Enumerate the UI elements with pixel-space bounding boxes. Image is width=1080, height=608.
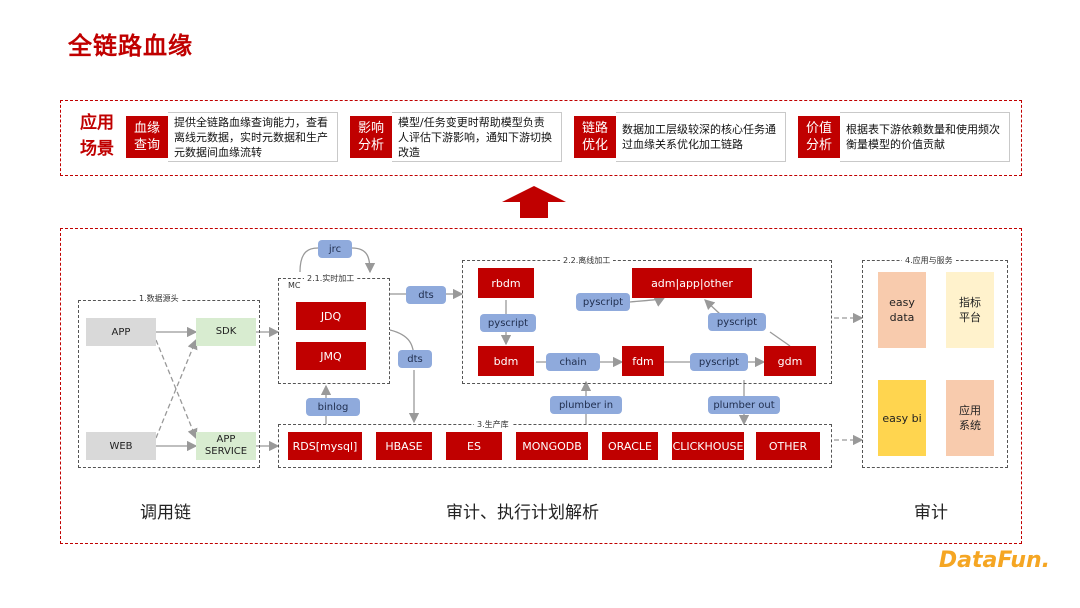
source-group-label: 1.数据源头 [136, 293, 182, 304]
prod-other: OTHER [756, 432, 820, 460]
prod-group [278, 424, 832, 468]
scene-tag-lineage-query: 血缘查询 [126, 116, 168, 158]
scene-tag-impact-analysis: 影响分析 [350, 116, 392, 158]
connector-pyscript-rbdm: pyscript [480, 314, 536, 332]
scene-label: 应用场景 [80, 113, 114, 159]
offline-rbdm: rbdm [478, 268, 534, 298]
connector-dts-mid: dts [398, 350, 432, 368]
connector-pyscript-gdm: pyscript [708, 313, 766, 331]
connector-plumber-in: plumber in [550, 396, 622, 414]
datafun-logo: DataFun. [938, 548, 1050, 573]
realtime-mc-label: MC [288, 281, 301, 290]
connector-chain: chain [546, 353, 600, 371]
connector-plumber-out: plumber out [708, 396, 780, 414]
offline-gdm: gdm [764, 346, 816, 376]
scene-desc-link-optimize: 数据加工层级较深的核心任务通过血缘关系优化加工链路 [616, 112, 786, 162]
source-web: WEB [86, 432, 156, 460]
prod-hbase: HBASE [376, 432, 432, 460]
connector-jrc: jrc [318, 240, 352, 258]
offline-fdm: fdm [622, 346, 664, 376]
source-sdk: SDK [196, 318, 256, 346]
service-easy-data: easy data [878, 272, 926, 348]
offline-group [462, 260, 832, 384]
service-metrics-platform: 指标平台 [946, 272, 994, 348]
scene-desc-impact-analysis: 模型/任务变更时帮助模型负责人评估下游影响，通知下游切换改造 [392, 112, 562, 162]
offline-adm: adm|app|other [632, 268, 752, 298]
prod-group-label: 3.生产库 [474, 419, 512, 430]
page-title: 全链路血缘 [68, 32, 193, 60]
bottom-label-call-chain: 调用链 [140, 503, 191, 523]
service-group-label: 4.应用与服务 [902, 255, 956, 266]
prod-es: ES [446, 432, 502, 460]
realtime-jmq: JMQ [296, 342, 366, 370]
offline-group-label: 2.2.离线加工 [560, 255, 614, 266]
architecture-panel [60, 228, 1022, 544]
connector-pyscript-adm: pyscript [576, 293, 630, 311]
service-app-system: 应用系统 [946, 380, 994, 456]
connector-pyscript-fdm: pyscript [690, 353, 748, 371]
prod-oracle: ORACLE [602, 432, 658, 460]
scene-panel [60, 100, 1022, 176]
prod-clickhouse: CLICKHOUSE [672, 432, 744, 460]
scene-desc-lineage-query: 提供全链路血缘查询能力，查看离线元数据，实时元数据和生产元数据间血缘流转 [168, 112, 338, 162]
scene-desc-value-analysis: 根据表下游依赖数量和使用频次衡量模型的价值贡献 [840, 112, 1010, 162]
scene-tag-value-analysis: 价值分析 [798, 116, 840, 158]
up-arrow-icon [502, 186, 566, 218]
connector-binlog: binlog [306, 398, 360, 416]
bottom-label-audit: 审计 [914, 503, 948, 523]
prod-mongodb: MONGODB [516, 432, 588, 460]
realtime-group-label: 2.1.实时加工 [304, 273, 358, 284]
realtime-jdq: JDQ [296, 302, 366, 330]
service-easy-bi: easy bi [878, 380, 926, 456]
bottom-label-audit-plan: 审计、执行计划解析 [446, 503, 599, 523]
connector-dts-top: dts [406, 286, 446, 304]
source-app-service: APP SERVICE [196, 432, 256, 460]
prod-rds: RDS[mysql] [288, 432, 362, 460]
source-app: APP [86, 318, 156, 346]
offline-bdm: bdm [478, 346, 534, 376]
scene-tag-link-optimize: 链路优化 [574, 116, 616, 158]
